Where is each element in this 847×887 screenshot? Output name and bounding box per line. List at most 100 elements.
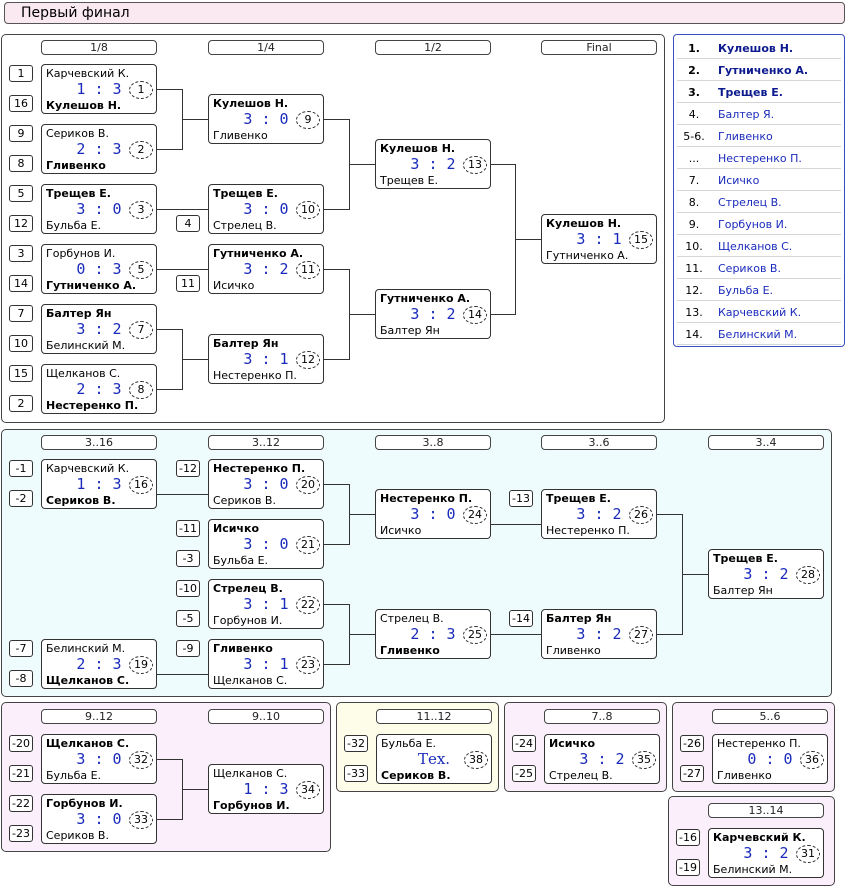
round-header-11-12: 11..12 <box>376 709 492 724</box>
match-score: 3 : 2 <box>243 260 289 278</box>
standings-player: Щелканов С. <box>718 240 793 253</box>
seed-badge: 5 <box>9 185 33 202</box>
match-score: 2 : 3 <box>76 655 122 673</box>
player-2: Гутниченко А. <box>46 279 137 292</box>
player-1: Горбунов И. <box>46 247 116 260</box>
standings-player: Стрелец В. <box>718 196 782 209</box>
match-number: 5 <box>129 261 153 279</box>
player-1: Балтер Ян <box>46 307 112 320</box>
standings-rank: 11. <box>685 262 703 275</box>
standings-row: 10.Щелканов С. <box>677 236 841 257</box>
standings-row: 11.Сериков В. <box>677 258 841 279</box>
player-1: Трещев Е. <box>546 492 611 505</box>
page-title: Первый финал <box>4 2 845 24</box>
standings-rank: 7. <box>688 174 700 187</box>
player-2: Горбунов И. <box>213 799 290 812</box>
player-1: Карчевский К. <box>46 67 130 80</box>
player-2: Сериков В. <box>46 829 109 842</box>
match-number: 15 <box>629 231 653 249</box>
player-1: Гутниченко А. <box>380 292 471 305</box>
player-2: Горбунов И. <box>213 614 283 627</box>
player-1: Стрелец В. <box>380 612 444 625</box>
player-2: Стрелец В. <box>549 769 613 782</box>
seed-badge: 9 <box>9 125 33 142</box>
match-score: 3 : 2 <box>576 625 622 643</box>
match-number: 31 <box>796 845 820 863</box>
standings-rank: 9. <box>688 218 700 231</box>
player-2: Гливенко <box>546 644 601 657</box>
round-header-5-6: 5..6 <box>712 709 828 724</box>
seed-badge: 11 <box>176 275 200 292</box>
match-score: 3 : 1 <box>576 230 622 248</box>
standings-rank: 5-6. <box>683 130 705 143</box>
standings-player: Гутниченко А. <box>718 64 809 77</box>
match-score: 3 : 0 <box>243 200 289 218</box>
match-score: 2 : 3 <box>410 625 456 643</box>
round-header-final: Final <box>541 40 657 55</box>
player-1: Нестеренко П. <box>717 737 801 750</box>
match-score: 3 : 1 <box>243 595 289 613</box>
match-score: 3 : 2 <box>743 844 789 862</box>
match-card[interactable]: Бульба Е.Тех.Сериков В.38 <box>376 734 492 784</box>
player-2: Исичко <box>380 524 422 537</box>
standings-rank: 3. <box>688 86 700 99</box>
player-2: Балтер Ян <box>380 324 440 337</box>
match-number: 1 <box>129 81 153 99</box>
standings-player: Белинский М. <box>718 328 798 341</box>
match-number: 11 <box>296 261 320 279</box>
match-score: 3 : 0 <box>76 810 122 828</box>
seed-badge: -23 <box>9 825 33 842</box>
player-2: Сериков В. <box>381 769 451 782</box>
match-number: 26 <box>629 506 653 524</box>
match-score: 3 : 0 <box>243 110 289 128</box>
player-1: Щелканов С. <box>46 367 121 380</box>
match-score: 0 : 3 <box>76 260 122 278</box>
match-score: 3 : 2 <box>579 750 625 768</box>
match-number: 14 <box>463 306 487 324</box>
match-number: 8 <box>129 381 153 399</box>
player-2: Гутниченко А. <box>546 249 629 262</box>
match-number: 22 <box>296 596 320 614</box>
match-score: 3 : 0 <box>76 200 122 218</box>
player-2: Стрелец В. <box>213 219 277 232</box>
player-1: Стрелец В. <box>213 582 283 595</box>
player-2: Щелканов С. <box>46 674 130 687</box>
match-number: 7 <box>129 321 153 339</box>
player-1: Балтер Ян <box>546 612 612 625</box>
standings-row: ...Нестеренко П. <box>677 148 841 169</box>
seed-badge: -33 <box>344 765 368 782</box>
player-2: Гливенко <box>717 769 772 782</box>
match-score: 3 : 1 <box>243 350 289 368</box>
standings-player: Гливенко <box>718 130 773 143</box>
